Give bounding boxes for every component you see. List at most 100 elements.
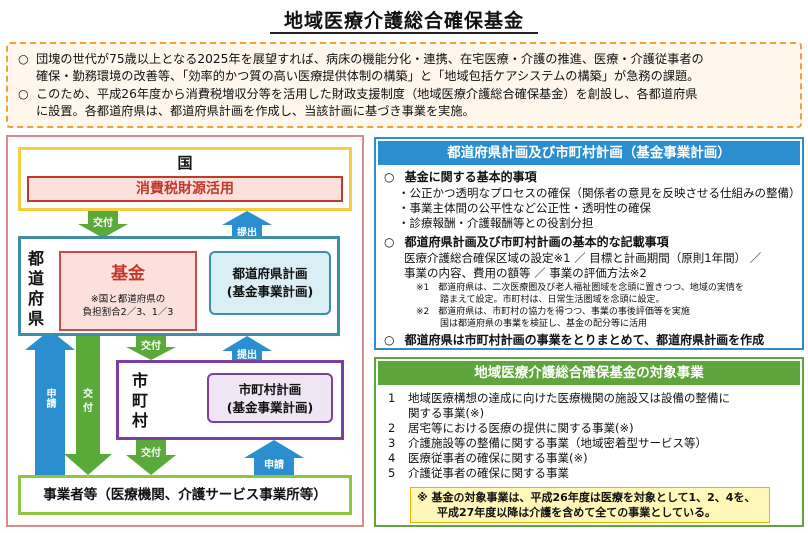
prefecture-char: 府 bbox=[27, 289, 44, 308]
plan-bullet: ○ bbox=[384, 170, 395, 184]
target-item-num: 4 bbox=[388, 451, 396, 465]
fund-title: 基金 bbox=[111, 264, 145, 284]
target-panel-header: 地域医療介護総合確保基金の対象事業 bbox=[378, 361, 800, 385]
prefecture-box: 都 道 府 県 基金 ※国と都道府県の 負担割合2／3、1／3 都道府県計画 (… bbox=[18, 236, 340, 336]
fund-box: 基金 ※国と都道府県の 負担割合2／3、1／3 bbox=[59, 251, 197, 331]
prefecture-plan-box: 都道府県計画 (基金事業計画) bbox=[209, 251, 331, 315]
intro-line-1b: 確保・勤務環境の改善等、「効率的かつ質の高い医療提供体制の構築」と「地域包括ケア… bbox=[36, 69, 700, 83]
arrow-apply-operators-to-muni bbox=[244, 440, 304, 475]
consumption-tax-bar: 消費税財源活用 bbox=[27, 176, 343, 202]
intro-paragraph-1: ○ 団塊の世代が75歳以上となる2025年を展望すれば、病床の機能分化・連携、在宅… bbox=[18, 51, 790, 85]
target-item-5: 5 介護従事者の確保に関する事業 bbox=[388, 466, 798, 481]
target-item-text: 居宅等における医療の提供に関する事業(※) bbox=[408, 421, 634, 435]
label-submit-1: 提出 bbox=[237, 228, 257, 239]
target-item-num: 1 bbox=[388, 391, 396, 405]
target-item-num: 2 bbox=[388, 421, 396, 435]
label-grant-char-1: 交 bbox=[83, 389, 93, 400]
target-item-text: 医療従事者の確保に関する事業(※) bbox=[408, 451, 588, 465]
fund-note: ※国と都道府県の 負担割合2／3、1／3 bbox=[61, 293, 195, 319]
prefecture-char: 県 bbox=[27, 309, 44, 328]
label-submit-2: 提出 bbox=[237, 350, 257, 361]
plan-notes: ※1 都道府県は、二次医療圏及び老人福祉圏域を念頭に置きつつ、地域の実情を 踏ま… bbox=[416, 282, 800, 330]
page-title: 地域医療介護総合確保基金 bbox=[283, 10, 524, 32]
prefecture-plan-title: 都道府県計画 bbox=[232, 266, 308, 281]
plan-note-1a: ※1 都道府県は、二次医療圏及び老人福祉圏域を念頭に置きつつ、地域の実情を bbox=[416, 283, 744, 293]
plan-line: 医療介護総合確保区域の設定※1 ／ 目標と計画期間（原則1年間） ／ bbox=[404, 251, 762, 265]
municipality-label: 市 町 村 bbox=[129, 371, 151, 431]
intro-line-2a: このため、平成26年度から消費税増収分等を活用した財政支援制度（地域医療介護総合… bbox=[36, 87, 698, 101]
funding-flow-diagram bbox=[6, 135, 364, 527]
prefecture-plan-subtitle: (基金事業計画) bbox=[226, 284, 314, 299]
label-apply-1: 申請 bbox=[264, 460, 284, 471]
municipality-char: 市 bbox=[131, 371, 148, 390]
operators-box: 事業者等（医療機関、介護サービス事業所等） bbox=[18, 475, 352, 515]
municipality-box: 市 町 村 市町村計画 (基金事業計画) bbox=[116, 360, 344, 440]
intro-paragraph-2: ○ このため、平成26年度から消費税増収分等を活用した財政支援制度（地域医療介護総… bbox=[18, 86, 790, 120]
plan-heading-3-text: 都道府県は市町村計画の事業をとりまとめて、都道府県計画を作成 bbox=[404, 333, 765, 347]
plan-item: ・診療報酬・介護報酬等との役割分担 bbox=[398, 216, 594, 230]
arrow-grant-pref-to-muni bbox=[126, 336, 176, 360]
target-item-2: 2 居宅等における医療の提供に関する事業(※) bbox=[388, 421, 798, 436]
arrow-apply-operators-to-pref bbox=[25, 330, 75, 475]
plan-panel: 都道府県計画及び市町村計画（基金事業計画） ○ 基金に関する基本的事項 ・公正か… bbox=[374, 137, 804, 350]
plan-heading-2-text: 都道府県計画及び市町村計画の基本的な記載事項 bbox=[404, 235, 669, 249]
intro-bullet: ○ bbox=[18, 52, 29, 66]
arrow-grant-pref-to-operators bbox=[64, 336, 112, 475]
prefecture-char: 道 bbox=[27, 269, 44, 288]
plan-heading-1-items: ・公正かつ透明なプロセスの確保（関係者の意見を反映させる仕組みの整備） ・事業主… bbox=[398, 186, 802, 231]
target-note-line-2: 平成27年度以降は介護を含めて全ての事業としている。 bbox=[437, 506, 716, 519]
municipality-plan-title: 市町村計画 bbox=[238, 382, 302, 397]
arrow-submit-muni-to-pref bbox=[222, 336, 272, 360]
target-item-text: 関する事業(※) bbox=[408, 406, 485, 420]
target-item-text: 介護施設等の整備に関する事業（地域密着型サービス等） bbox=[408, 436, 707, 450]
country-label: 国 bbox=[177, 154, 193, 172]
plan-note-2b: 国は都道府県の事業を検証し、基金の配分等に活用 bbox=[440, 319, 648, 329]
plan-heading-1-text: 基金に関する基本的事項 bbox=[404, 170, 537, 184]
arrow-grant-muni-to-operators bbox=[126, 440, 176, 475]
fund-note-line-2: 負担割合2／3、1／3 bbox=[82, 307, 174, 318]
plan-heading-1: ○ 基金に関する基本的事項 bbox=[384, 170, 537, 185]
municipality-plan-subtitle: (基金事業計画) bbox=[226, 400, 314, 415]
plan-note-2a: ※2 都道府県は、市町村の協力を得つつ、事業の事後評価等を実施 bbox=[416, 307, 690, 317]
target-item-1-cont: 関する事業(※) bbox=[388, 406, 798, 421]
label-grant-vertical: 交 付 bbox=[80, 388, 96, 416]
target-item-text: 介護従事者の確保に関する事業 bbox=[408, 466, 569, 480]
intro-line-2b: に設置。各都道府県は、都道府県計画を作成し、当該計画に基づき事業を実施。 bbox=[36, 104, 475, 118]
target-item-3: 3 介護施設等の整備に関する事業（地域密着型サービス等） bbox=[388, 436, 798, 451]
municipality-plan-box: 市町村計画 (基金事業計画) bbox=[207, 373, 333, 423]
label-apply-vertical: 申請 bbox=[42, 388, 58, 408]
plan-item: ・公正かつ透明なプロセスの確保（関係者の意見を反映させる仕組みの整備） bbox=[398, 186, 801, 200]
fund-note-line-1: ※国と都道府県の bbox=[90, 294, 166, 305]
plan-line: 事業の内容、費用の額等 ／ 事業の評価方法※2 bbox=[404, 266, 647, 280]
arrow-submit-pref-to-country bbox=[222, 211, 272, 236]
municipality-char: 村 bbox=[131, 411, 148, 430]
target-note-box: ※ 基金の対象事業は、平成26年度は医療を対象として1、2、4を、 平成27年度… bbox=[410, 487, 770, 523]
municipality-char: 町 bbox=[131, 391, 148, 410]
label-grant-char-2: 付 bbox=[83, 403, 93, 414]
plan-bullet: ○ bbox=[384, 333, 395, 347]
plan-heading-2-items: 医療介護総合確保区域の設定※1 ／ 目標と計画期間（原則1年間） ／ 事業の内容… bbox=[404, 251, 802, 281]
target-item-1: 1 地域医療構想の達成に向けた医療機関の施設又は設備の整備に bbox=[388, 391, 798, 406]
target-item-num: 3 bbox=[388, 436, 396, 450]
arrow-grant-country-to-pref bbox=[78, 211, 128, 238]
target-item-num: 5 bbox=[388, 466, 396, 480]
plan-item: ・事業主体間の公平性など公正性・透明性の確保 bbox=[398, 201, 651, 215]
prefecture-label: 都 道 府 県 bbox=[25, 249, 47, 329]
target-item-text: 地域医療構想の達成に向けた医療機関の施設又は設備の整備に bbox=[408, 391, 730, 405]
target-projects-panel: 地域医療介護総合確保基金の対象事業 1 地域医療構想の達成に向けた医療機関の施設又… bbox=[374, 357, 804, 527]
intro-box: ○ 団塊の世代が75歳以上となる2025年を展望すれば、病床の機能分化・連携、在宅… bbox=[6, 42, 802, 128]
label-grant-2: 交付 bbox=[141, 341, 161, 352]
country-box: 国 消費税財源活用 bbox=[18, 147, 352, 211]
intro-bullet: ○ bbox=[18, 87, 29, 101]
target-note-line-1: ※ 基金の対象事業は、平成26年度は医療を対象として1、2、4を、 bbox=[417, 491, 756, 504]
label-apply-char: 申請 bbox=[44, 388, 55, 408]
plan-bullet: ○ bbox=[384, 235, 395, 249]
plan-note-1b: 踏まえて設定。市町村は、日常生活圏域を念頭に設定。 bbox=[440, 295, 665, 305]
plan-heading-2: ○ 都道府県計画及び市町村計画の基本的な記載事項 bbox=[384, 235, 669, 250]
label-grant-3: 交付 bbox=[141, 448, 161, 459]
plan-heading-3: ○ 都道府県は市町村計画の事業をとりまとめて、都道府県計画を作成 bbox=[384, 333, 764, 348]
plan-panel-header: 都道府県計画及び市町村計画（基金事業計画） bbox=[378, 141, 800, 165]
target-item-4: 4 医療従事者の確保に関する事業(※) bbox=[388, 451, 798, 466]
target-list: 1 地域医療構想の達成に向けた医療機関の施設又は設備の整備に 関する事業(※) 2… bbox=[388, 391, 798, 481]
intro-line-1a: 団塊の世代が75歳以上となる2025年を展望すれば、病床の機能分化・連携、在宅医… bbox=[36, 52, 704, 66]
